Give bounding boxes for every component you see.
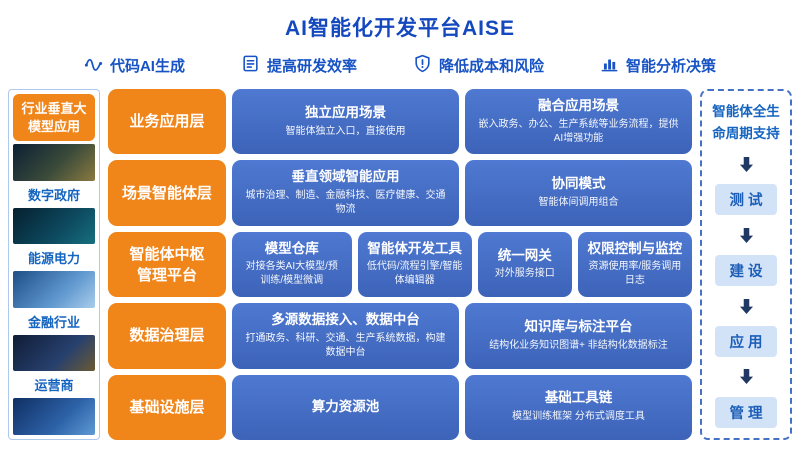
sidebar-item-energy: 能源电力 — [27, 251, 80, 267]
industry-photo-finance — [13, 271, 95, 308]
box-collaboration-mode: 协同模式 智能体间调用组合 — [465, 160, 692, 226]
box-integrated-apps: 融合应用场景 嵌入政务、办公、生产系统等业务流程，提供AI增强功能 — [465, 89, 692, 155]
layer-business-apps: 业务应用层 独立应用场景 智能体独立入口，直接使用 融合应用场景 嵌入政务、办公… — [108, 89, 692, 155]
shield-alert-icon — [413, 54, 432, 77]
lifecycle-stage-manage: 管 理 — [715, 396, 777, 428]
document-icon — [241, 54, 260, 77]
box-title: 算力资源池 — [311, 398, 380, 414]
box-title: 知识库与标注平台 — [524, 318, 633, 334]
box-title: 模型仓库 — [264, 240, 319, 256]
box-model-repository: 模型仓库 对接各类AI大模型/预训练/模型微调 — [232, 231, 352, 298]
sidebar-item-digital-gov: 数字政府 — [27, 187, 80, 203]
box-desc: 资源使用率/服务调用日志 — [588, 261, 682, 287]
industry-sidebar: 行业垂直大 模型应用 数字政府 能源电力 金融行业 运营商 — [8, 89, 100, 440]
box-desc: 结构化业务知识图谱+ 非结构化数据标注 — [489, 339, 668, 351]
box-title: 权限控制与监控 — [587, 240, 683, 256]
lifecycle-sidebar: 智能体全生 命周期支持 测 试 建 设 应 用 管 理 — [700, 89, 792, 440]
box-data-integration: 多源数据接入、数据中台 打通政务、科研、交通、生产系统数据，构建数据中台 — [232, 303, 459, 369]
box-title: 独立应用场景 — [305, 104, 386, 120]
box-desc: 低代码/流程引擎/智能体编辑器 — [366, 261, 463, 287]
lifecycle-stage-build: 建 设 — [715, 255, 777, 287]
layer-label: 业务应用层 — [108, 89, 226, 155]
layer-label: 基础设施层 — [108, 374, 226, 441]
box-title: 统一网关 — [497, 247, 552, 263]
box-desc: 嵌入政务、办公、生产系统等业务流程，提供AI增强功能 — [478, 118, 679, 144]
bar-chart-icon — [600, 54, 619, 77]
box-knowledge-annotation: 知识库与标注平台 结构化业务知识图谱+ 非结构化数据标注 — [465, 303, 692, 369]
box-title: 基础工具链 — [544, 390, 613, 406]
box-desc: 打通政务、科研、交通、生产系统数据，构建数据中台 — [245, 332, 446, 358]
lifecycle-stage-apply: 应 用 — [715, 326, 777, 357]
down-arrow-icon — [739, 227, 754, 244]
industry-sidebar-title: 行业垂直大 模型应用 — [13, 94, 95, 142]
box-base-toolchain: 基础工具链 模型训练框架 分布式调度工具 — [465, 374, 692, 441]
layer-label: 场景智能体层 — [108, 160, 226, 226]
box-desc: 智能体间调用组合 — [538, 197, 619, 209]
layer-infrastructure: 基础设施层 算力资源池 基础工具链 模型训练框架 分布式调度工具 — [108, 374, 692, 441]
lifecycle-stage-test: 测 试 — [715, 184, 777, 216]
lifecycle-title: 智能体全生 命周期支持 — [712, 104, 780, 141]
box-unified-gateway: 统一网关 对外服务接口 — [477, 231, 572, 298]
box-desc: 对外服务接口 — [494, 268, 555, 280]
layer-data-governance: 数据治理层 多源数据接入、数据中台 打通政务、科研、交通、生产系统数据，构建数据… — [108, 303, 692, 369]
sidebar-item-telecom: 运营商 — [34, 378, 74, 394]
page-title: AI智能化开发平台AISE — [284, 17, 515, 40]
down-arrow-icon — [739, 156, 754, 173]
layer-scenario-agents: 场景智能体层 垂直领域智能应用 城市治理、制造、金融科技、医疗健康、交通物流 协… — [108, 160, 692, 226]
box-desc: 模型训练框架 分布式调度工具 — [512, 411, 645, 423]
feature-code-ai: 代码AI生成 — [84, 54, 185, 77]
feature-label: 降低成本和风险 — [439, 58, 545, 75]
feature-risk: 降低成本和风险 — [413, 54, 544, 77]
industry-photo-energy — [13, 207, 95, 245]
code-wave-icon — [84, 54, 103, 77]
box-title: 智能体开发工具 — [367, 240, 462, 256]
layer-stack: 业务应用层 独立应用场景 智能体独立入口，直接使用 融合应用场景 嵌入政务、办公… — [108, 89, 692, 441]
box-title: 多源数据接入、数据中台 — [271, 311, 420, 327]
box-desc: 城市治理、制造、金融科技、医疗健康、交通物流 — [245, 190, 446, 216]
industry-photo-digital-gov — [13, 144, 95, 181]
down-arrow-icon — [739, 368, 754, 385]
box-desc: 智能体独立入口，直接使用 — [285, 125, 406, 137]
sidebar-item-finance: 金融行业 — [27, 314, 80, 330]
feature-label: 提高研发效率 — [266, 58, 357, 75]
feature-efficiency: 提高研发效率 — [241, 54, 357, 77]
box-title: 协同模式 — [551, 176, 606, 192]
box-title: 融合应用场景 — [538, 97, 619, 113]
down-arrow-icon — [739, 298, 754, 315]
feature-label: 代码AI生成 — [109, 58, 185, 75]
layer-label: 数据治理层 — [108, 303, 226, 369]
box-standalone-apps: 独立应用场景 智能体独立入口，直接使用 — [232, 89, 459, 155]
box-compute-pool: 算力资源池 — [232, 374, 459, 441]
feature-analysis: 智能分析决策 — [600, 54, 716, 77]
feature-label: 智能分析决策 — [626, 58, 717, 75]
box-access-control-monitoring: 权限控制与监控 资源使用率/服务调用日志 — [577, 231, 692, 298]
industry-photo-telecom — [13, 334, 95, 372]
layer-agent-hub: 智能体中枢 管理平台 模型仓库 对接各类AI大模型/预训练/模型微调 智能体开发… — [108, 231, 692, 298]
industry-photo-network — [13, 398, 95, 435]
content-area: 行业垂直大 模型应用 数字政府 能源电力 金融行业 运营商 业务应用层 独立应用… — [8, 89, 792, 441]
box-agent-dev-tools: 智能体开发工具 低代码/流程引擎/智能体编辑器 — [357, 231, 472, 298]
box-title: 垂直领域智能应用 — [291, 169, 400, 185]
layer-label: 智能体中枢 管理平台 — [108, 231, 226, 298]
feature-highlights-row: 代码AI生成 提高研发效率 降低成本和风险 智能分析决策 — [8, 52, 792, 89]
box-vertical-domain-apps: 垂直领域智能应用 城市治理、制造、金融科技、医疗健康、交通物流 — [232, 160, 459, 226]
box-desc: 对接各类AI大模型/预训练/模型微调 — [245, 261, 338, 287]
